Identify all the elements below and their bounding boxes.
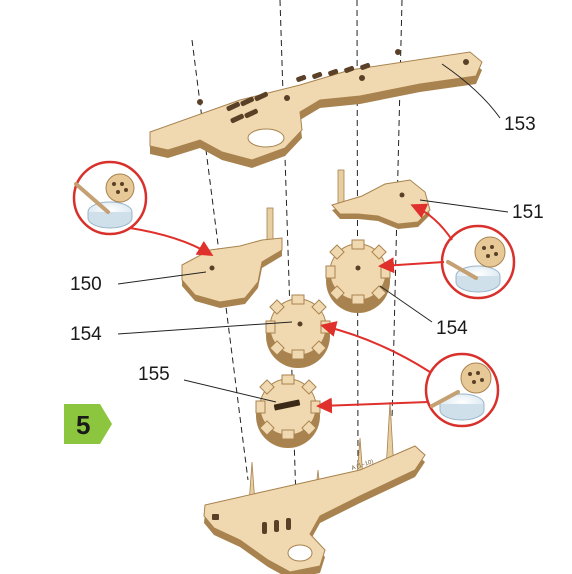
callout-155: 155 bbox=[138, 364, 170, 385]
part-154-gear-right bbox=[325, 239, 391, 313]
callout-153: 153 bbox=[504, 114, 536, 135]
callout-154-left: 154 bbox=[70, 324, 102, 345]
callout-154-right: 154 bbox=[436, 318, 468, 339]
step-number: 5 bbox=[76, 410, 90, 440]
glue-gear-icon bbox=[72, 160, 148, 236]
leader-lines bbox=[117, 63, 509, 403]
step-badge: 5 bbox=[64, 404, 112, 444]
base-plate-with-shafts: A (1~10) bbox=[203, 401, 426, 574]
callout-151: 151 bbox=[512, 202, 544, 223]
glue-gear-icon bbox=[424, 352, 500, 428]
glue-gear-icon bbox=[440, 224, 516, 300]
part-151-small-plate bbox=[331, 169, 431, 229]
part-154-gear-left bbox=[265, 294, 331, 368]
part-153-top-plate bbox=[149, 49, 483, 168]
part-155-slotted-gear bbox=[255, 374, 321, 448]
callout-150: 150 bbox=[70, 274, 102, 295]
glue-arrows bbox=[129, 203, 453, 414]
part-150-gear-plate bbox=[181, 207, 283, 308]
